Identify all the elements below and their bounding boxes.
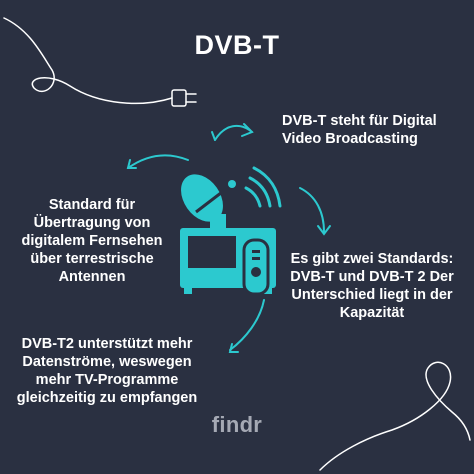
fact-two-standards: Es gibt zwei Standards: DVB-T und DVB-T … (290, 251, 454, 321)
fact-dvbt2: DVB-T2 unterstützt mehr Datenströme, wes… (16, 336, 198, 406)
satellite-dish-icon (181, 174, 236, 228)
plug-cable-icon (3, 17, 197, 107)
swirl-line (319, 361, 471, 471)
fact-standard: Standard für Übertragung von digitalem F… (21, 197, 163, 285)
remote-control-icon (242, 238, 270, 296)
brand-logo: findr (211, 412, 263, 437)
page-title: DVB-T (194, 30, 280, 60)
signal-waves-icon (244, 166, 282, 208)
fact-definition: DVB-T steht für Digital Video Broadcasti… (282, 113, 437, 147)
arrow-icon (126, 123, 331, 353)
